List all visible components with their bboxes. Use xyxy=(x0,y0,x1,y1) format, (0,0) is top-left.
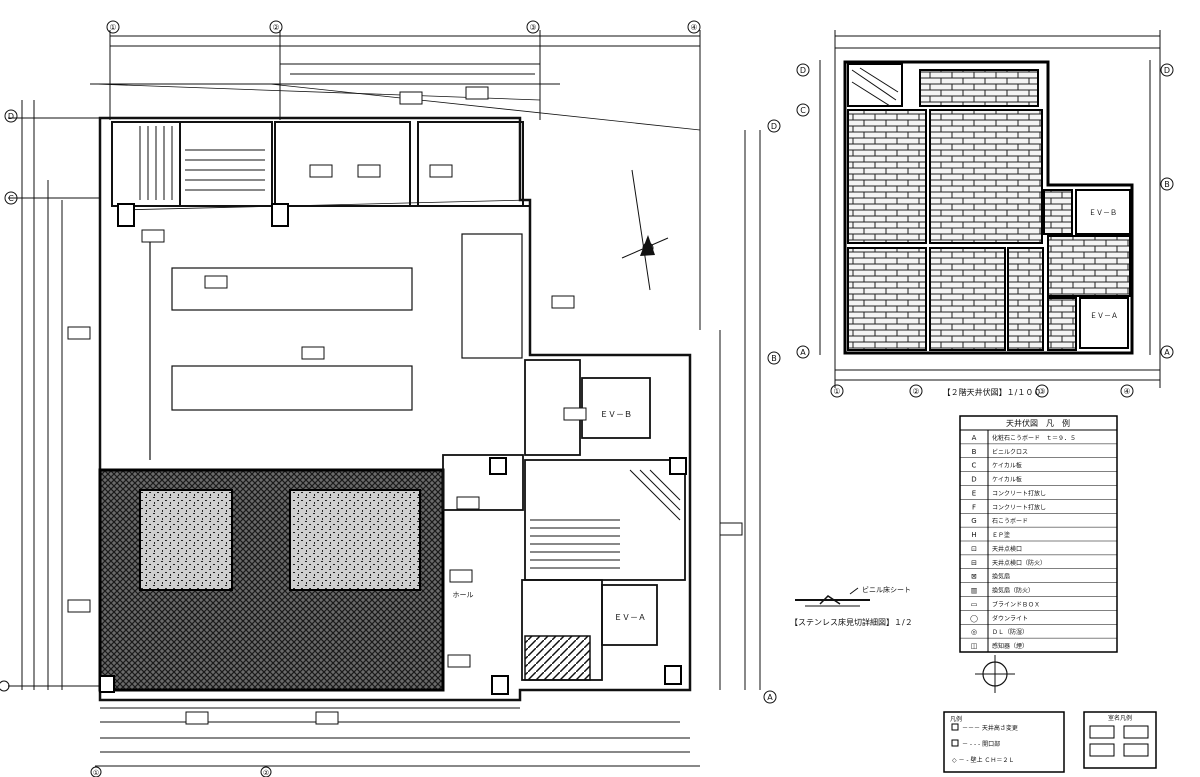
partial-ev-b-label: ＥＶ－Ｂ xyxy=(1089,209,1117,217)
legend-key: H xyxy=(971,531,976,539)
hall-label: ホール xyxy=(453,591,474,599)
legend-key: ⊡ xyxy=(971,545,977,553)
legend-key: ▭ xyxy=(971,600,978,608)
reference-lines xyxy=(94,83,701,211)
key-box: 室名凡例 xyxy=(1083,711,1157,769)
legend-key: ⊠ xyxy=(971,573,977,581)
key-box-title: 室名凡例 xyxy=(1108,714,1132,722)
legend-text: ＤＬ（防湿） xyxy=(992,628,1028,636)
partial-ceiling-plan: ＥＶ－Ｂ ＥＶ－Ａ D C A D B A ① ② ③ ④ xyxy=(796,30,1174,398)
svg-text:①: ① xyxy=(93,769,99,777)
partial-stair xyxy=(851,67,899,107)
legend-text: 化粧石こうボード ｔ＝９．５ xyxy=(992,434,1076,442)
partial-ev-a-label: ＥＶ－Ａ xyxy=(1090,312,1118,320)
legend-text: 天井点検口 xyxy=(992,545,1022,553)
notes-line-2: － ‐ ‐ ‐ 開口部 xyxy=(962,740,1000,748)
svg-text:④: ④ xyxy=(1123,387,1130,396)
north-arrow-icon xyxy=(621,169,669,291)
main-floor-plan: ① ② ③ ④ ① ② D C D B A xyxy=(0,20,781,777)
svg-text:③: ③ xyxy=(529,23,536,32)
legend-text: ケイカル板 xyxy=(992,462,1022,470)
legend-text: ビニルクロス xyxy=(992,448,1028,456)
svg-text:A: A xyxy=(767,693,773,702)
legend-key: ◎ xyxy=(971,628,977,636)
notes-title: 凡例 xyxy=(950,715,962,723)
legend-key: D xyxy=(971,476,976,484)
legend-text: コンクリート打放し xyxy=(992,503,1046,511)
legend-rows: A 化粧石こうボード ｔ＝９．５B ビニルクロス C ケイカル板 D ケイカル板 E コンクリー… xyxy=(960,434,1117,653)
legend-text: 感知器（煙） xyxy=(992,642,1028,650)
legend-key: ▥ xyxy=(971,587,978,595)
svg-text:D: D xyxy=(800,66,806,75)
stair-core-lines xyxy=(530,469,681,569)
svg-text:B: B xyxy=(1164,180,1170,189)
svg-text:②: ② xyxy=(263,769,269,777)
grid-markers-side: D C D B A xyxy=(0,109,781,704)
legend-text: 天井点検口（防火） xyxy=(992,559,1046,567)
legend-title: 天井伏図 凡 例 xyxy=(1006,418,1070,428)
svg-text:C: C xyxy=(800,106,806,115)
legend-text: 換気扇（防火） xyxy=(992,587,1034,595)
stainless-detail: ビニル床シート 【ステンレス床見切詳細図】１/２ xyxy=(790,585,913,627)
legend-text: ダウンライト xyxy=(992,614,1028,622)
legend-key: F xyxy=(972,503,976,511)
legend-text: 石こうボード xyxy=(992,517,1028,525)
ev-b-label: ＥＶ－Ｂ xyxy=(600,410,632,419)
open-office xyxy=(149,230,523,460)
legend-key: B xyxy=(972,448,977,456)
svg-text:②: ② xyxy=(912,387,919,396)
partial-grid-left: D C A xyxy=(796,63,810,359)
stair-upper-left xyxy=(139,126,265,200)
main-outer-wall xyxy=(98,116,692,702)
svg-text:①: ① xyxy=(833,387,840,396)
partial-grid-right: D B A xyxy=(1160,63,1174,359)
notes-line-3: ◇ － ‐ 壁上 ＣＨ＝２Ｌ xyxy=(952,756,1014,764)
legend-key: ◯ xyxy=(970,614,978,622)
annotation-tags xyxy=(67,86,743,725)
svg-text:D: D xyxy=(1164,66,1170,75)
legend-key: E xyxy=(972,489,976,497)
legend-key: G xyxy=(971,517,976,525)
legend-text: ブラインドＢＯＸ xyxy=(992,600,1040,608)
svg-text:A: A xyxy=(800,348,806,357)
hatched-shaft xyxy=(524,635,591,681)
legend-key: A xyxy=(972,434,977,442)
partial-plan-title: 【２階天井伏図】１/１００ xyxy=(943,387,1042,397)
main-top-dimensions xyxy=(90,30,701,330)
svg-text:A: A xyxy=(1164,348,1170,357)
section-mark-icon xyxy=(975,655,1015,693)
svg-text:②: ② xyxy=(272,23,279,32)
partial-brick-rooms xyxy=(847,69,1131,351)
legend-table: 天井伏図 凡 例 A 化粧石こうボード ｔ＝９．５B ビニルクロス C ケイカル板 D ケイ… xyxy=(959,415,1118,653)
main-left-dimensions xyxy=(8,100,100,690)
svg-text:D: D xyxy=(8,112,14,121)
notes-line-1: －－－ 天井高さ変更 xyxy=(962,724,1018,732)
detail-note: ビニル床シート xyxy=(862,585,911,594)
legend-key: C xyxy=(972,462,977,470)
svg-text:③: ③ xyxy=(1038,387,1045,396)
ev-a-label: ＥＶ－Ａ xyxy=(614,613,646,622)
legend-text: コンクリート打放し xyxy=(992,489,1046,497)
legend-text: 換気扇 xyxy=(992,573,1010,581)
grid-markers-top: ① ② ③ ④ xyxy=(106,20,701,34)
svg-text:①: ① xyxy=(109,23,116,32)
upper-service-rooms xyxy=(111,121,530,207)
grid-markers-bottom: ① ② xyxy=(90,766,272,777)
dense-floor-area xyxy=(98,468,445,692)
svg-text:C: C xyxy=(8,194,14,203)
partial-dimensions xyxy=(819,30,1161,388)
legend-key: ⊟ xyxy=(971,559,977,567)
svg-text:④: ④ xyxy=(690,23,697,32)
notes-box: 凡例 －－－ 天井高さ変更 － ‐ ‐ ‐ 開口部 ◇ － ‐ 壁上 ＣＨ＝２Ｌ xyxy=(943,711,1065,773)
structural-columns xyxy=(99,203,687,695)
svg-text:B: B xyxy=(771,354,777,363)
legend-text: ケイカル板 xyxy=(992,476,1022,484)
legend-text: ＥＰ塗 xyxy=(992,531,1010,539)
main-right-dimensions xyxy=(719,130,761,690)
partial-grid-bottom: ① ② ③ ④ xyxy=(830,384,1134,398)
svg-text:D: D xyxy=(771,122,777,131)
legend-key: ◫ xyxy=(971,642,978,650)
detail-caption: 【ステンレス床見切詳細図】１/２ xyxy=(790,617,913,627)
